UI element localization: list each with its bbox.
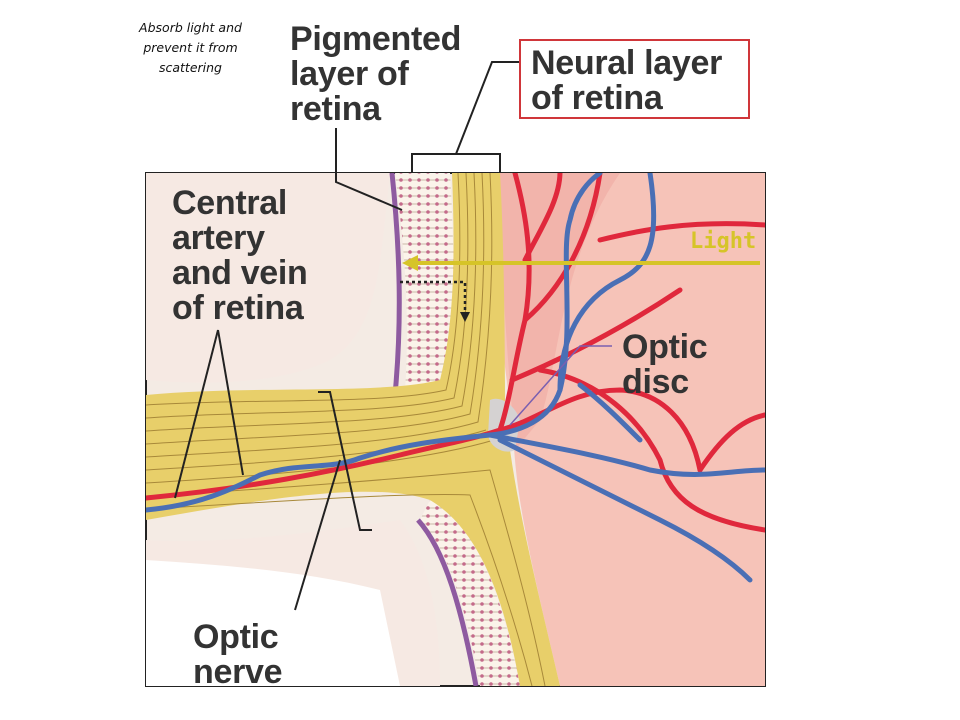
label-line: nerve	[193, 653, 283, 691]
absorb-light-note: Absorb light and prevent it from scatter…	[118, 18, 263, 78]
label-line: and vein	[172, 254, 308, 292]
label-line: Central	[172, 184, 288, 222]
optic-nerve-label: Optic nerve	[193, 618, 283, 691]
label-line: artery	[172, 219, 265, 257]
nerve-fiber-band	[146, 173, 560, 686]
scatter-arrowhead	[460, 312, 470, 322]
leader-lines	[174, 61, 519, 611]
label-line: Pigmented	[290, 20, 462, 58]
vein-vessels	[146, 173, 765, 583]
light-label: Light	[690, 229, 757, 254]
optic-disc-label: Optic disc	[622, 328, 708, 401]
label-line: retina	[290, 90, 381, 128]
note-line: Absorb light and	[139, 20, 242, 35]
label-line: Neural layer	[531, 44, 723, 82]
neural-layer-label: Neural layer of retina	[531, 46, 722, 116]
light-arrow	[402, 255, 760, 271]
label-line: disc	[622, 363, 689, 401]
neural-layer-box	[519, 39, 750, 119]
nerve-stripes	[146, 173, 546, 686]
note-line: scattering	[158, 60, 222, 75]
label-line: Optic	[193, 618, 279, 656]
central-artery-vein-label: Central artery and vein of retina	[172, 186, 308, 326]
retina-cells-lower	[420, 500, 520, 686]
pigment-strip-lower	[416, 518, 479, 686]
optic-disc-leader	[509, 345, 612, 426]
scatter-arrow	[400, 280, 467, 312]
sclera-region	[146, 173, 390, 383]
pigmented-layer-label: Pigmented layer of retina	[290, 22, 461, 127]
label-line: Optic	[622, 328, 708, 366]
label-line: of retina	[531, 79, 663, 117]
note-line: prevent it from	[143, 40, 238, 55]
label-line: layer of	[290, 55, 409, 93]
white-cutout	[146, 560, 400, 686]
pigment-strip-upper	[389, 173, 402, 396]
label-line: of retina	[172, 289, 304, 327]
